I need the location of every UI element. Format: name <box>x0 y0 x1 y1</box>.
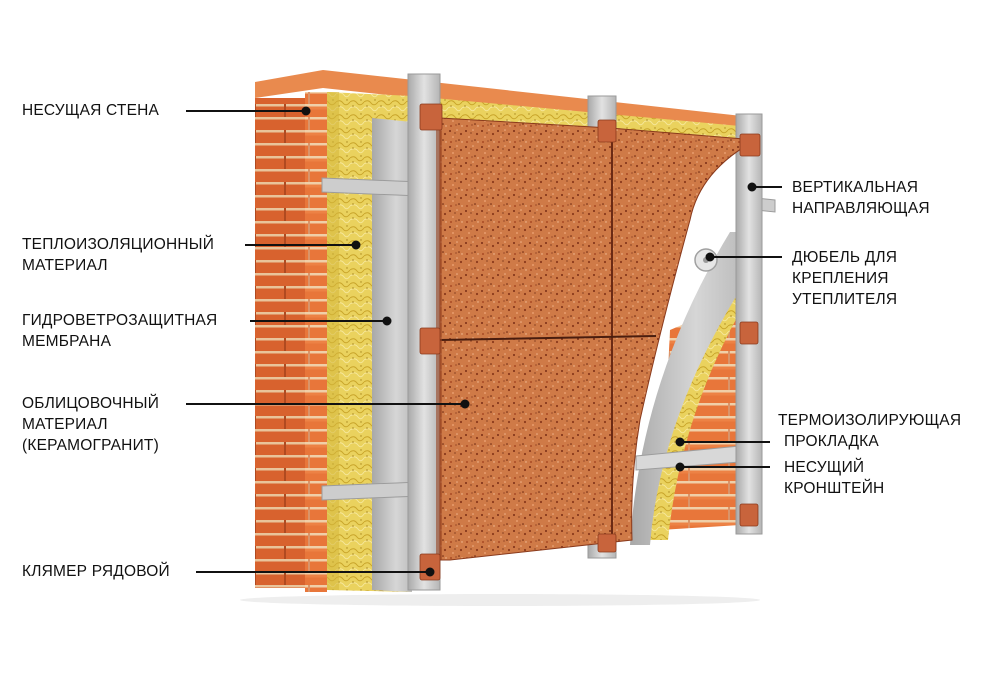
label-insulation-dowel: ДЮБЕЛЬ ДЛЯ КРЕПЛЕНИЯ УТЕПЛИТЕЛЯ <box>792 249 898 308</box>
row-clamps <box>419 103 761 581</box>
load-bearing-wall <box>255 98 305 588</box>
label-bearing-bracket: НЕСУЩИЙ КРОНШТЕЙН <box>784 459 885 497</box>
label-vertical-guide: ВЕРТИКАЛЬНАЯ НАПРАВЛЯЮЩАЯ <box>792 179 930 217</box>
label-wind-water-membrane: ГИДРОВЕТРОЗАЩИТНАЯ МЕМБРАНА <box>22 312 218 350</box>
cladding-panels <box>439 117 758 561</box>
label-thermal-gasket: ТЕРМОИЗОЛИРУЮЩАЯ ПРОКЛАДКА <box>778 412 962 450</box>
membrane-layer <box>372 118 412 592</box>
leader-lines <box>186 106 782 577</box>
panel-seam-horizontal <box>439 335 657 341</box>
label-load-bearing-wall: НЕСУЩАЯ СТЕНА <box>22 102 160 119</box>
label-cladding-material: ОБЛИЦОВОЧНЫЙ МАТЕРИАЛ (КЕРАМОГРАНИТ) <box>22 395 160 454</box>
label-row-clamp: КЛЯМЕР РЯДОВОЙ <box>22 563 170 580</box>
label-thermal-insulation: ТЕПЛОИЗОЛЯЦИОННЫЙ МАТЕРИАЛ <box>22 236 215 274</box>
